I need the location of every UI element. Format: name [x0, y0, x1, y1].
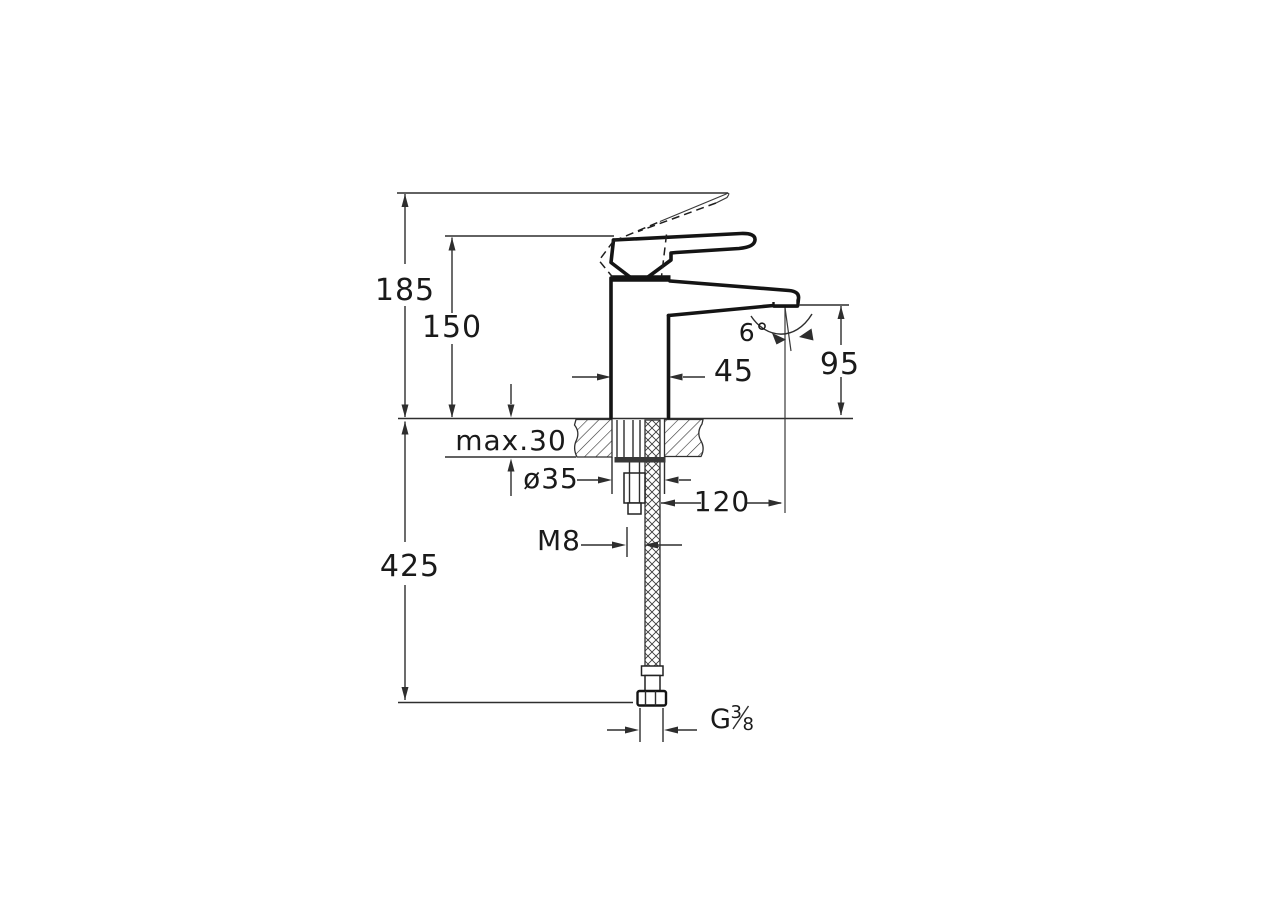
angle-arc: [750, 313, 813, 335]
hole-edge-ticks: [611, 457, 666, 494]
spout-top-edge: [668, 279, 801, 305]
dimension-lines: [397, 192, 853, 742]
label-stud-thread: M8: [537, 524, 581, 557]
label-total-height: 185: [375, 273, 435, 308]
hose-neck: [644, 674, 661, 692]
faucet-outline: [598, 192, 801, 420]
dim-g38-ticks: [639, 708, 664, 742]
mounting-nut-collar: [627, 502, 642, 515]
fraction-slash: [732, 705, 750, 730]
g38-hex-nut: [636, 689, 668, 707]
deck-left-block: [573, 418, 613, 458]
g38-hex-nut-facets: [644, 691, 657, 706]
stream-angle-line: [783, 303, 792, 352]
label-height-to-handle: 150: [422, 310, 482, 345]
deck-right-block: [663, 418, 704, 458]
handle-lever: [611, 231, 757, 279]
hose-collar: [640, 665, 664, 677]
stud-lines: [628, 462, 641, 473]
label-stream-angle: 6°: [739, 318, 769, 347]
raised-handle-tip: [659, 192, 730, 223]
mounting-nut-facets: [628, 473, 641, 503]
dim-m8-stems: [581, 527, 682, 557]
label-hose-length: 425: [380, 549, 440, 584]
dimension-labels: 185 150 45 6° 95 max.30 ø35 120 M8 425 G…: [375, 273, 860, 735]
label-hole-diameter: ø35: [523, 462, 579, 495]
mounting-washer: [614, 457, 666, 463]
handle-base-left: [609, 238, 632, 279]
supply-hose-assembly: [611, 419, 668, 707]
supply-thread-prefix: G: [710, 704, 732, 735]
label-spout-outlet-height: 95: [820, 347, 860, 382]
raised-handle-bottom-edge: [637, 202, 717, 233]
label-supply-thread: G 3 8: [710, 702, 755, 735]
mounting-nut: [623, 472, 646, 504]
raised-handle-top-edge: [613, 220, 661, 242]
label-spout-reach: 120: [694, 485, 750, 518]
supply-thread-denominator: 8: [743, 714, 755, 735]
spout-underside: [666, 303, 776, 318]
supply-thread-numerator: 3: [731, 702, 743, 723]
mounting-deck: [573, 418, 704, 458]
raised-handle-right-edge: [660, 234, 668, 277]
label-body-width: 45: [714, 354, 754, 389]
label-max-deck-thickness: max.30: [455, 424, 567, 457]
shank-lines: [616, 420, 641, 457]
